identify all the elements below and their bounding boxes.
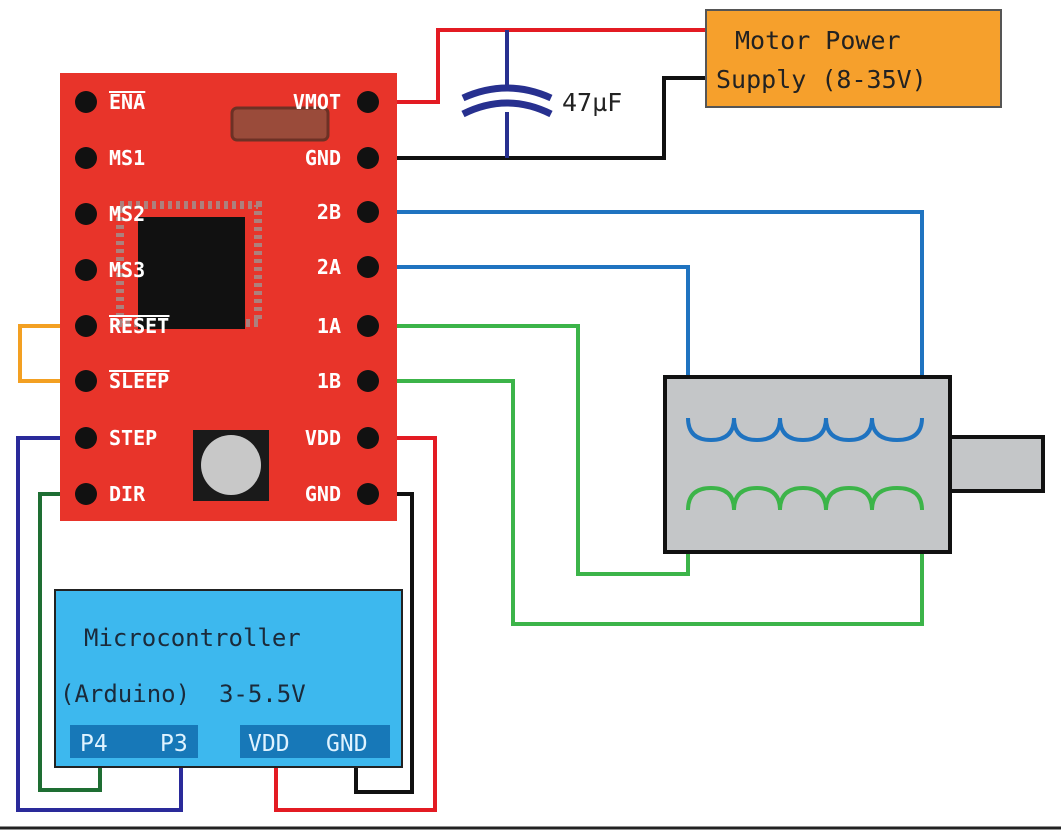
motor-supply-line1: Motor Power: [735, 26, 901, 55]
pin-1a-4-dot: [357, 315, 379, 337]
pin-step-dot: [75, 427, 97, 449]
pin-ms2-dot: [75, 203, 97, 225]
pin-gnd-1-dot: [357, 147, 379, 169]
pin-1b-5-dot: [357, 370, 379, 392]
wire-1b-green: [368, 379, 924, 626]
pin-label-1b-5: 1B: [317, 369, 341, 393]
wire-vmot-red: [368, 28, 708, 104]
wire-reset-sleep-orange: [18, 324, 86, 383]
pin-label-gnd-1: GND: [305, 146, 341, 170]
right-pin-group: VMOT GND 2B 2A 1A 1B VDD GND: [293, 90, 379, 506]
mc-pin-p3: P3: [160, 731, 188, 757]
pin-2a-3-dot: [357, 256, 379, 278]
pin-label-ena: ENA: [109, 90, 145, 114]
mc-pin-vdd: VDD: [248, 731, 290, 757]
potentiometer-knob: [201, 435, 261, 495]
pinbar-vdd-gnd: [240, 725, 390, 758]
motor-supply-line2: Supply (8-35V): [716, 65, 927, 94]
capacitor-plate-bottom: [461, 99, 553, 118]
pin-ena-dot: [75, 91, 97, 113]
wire-1a-green: [368, 324, 690, 576]
pin-reset-dot: [75, 315, 97, 337]
pin-vdd-6-dot: [357, 427, 379, 449]
pin-label-dir: DIR: [109, 482, 146, 506]
pin-label-gnd-7: GND: [305, 482, 341, 506]
pin-label-step: STEP: [109, 426, 157, 450]
pin-label-ms1: MS1: [109, 146, 145, 170]
wire-step-navy: [16, 436, 183, 812]
pinbar-p4-p3: [70, 725, 198, 758]
pin-label-reset: RESET: [109, 314, 169, 338]
pin-dir-dot: [75, 483, 97, 505]
pin-label-ms3: MS3: [109, 258, 145, 282]
pin-gnd-7-dot: [357, 483, 379, 505]
pin-label-2a-3: 2A: [317, 255, 341, 279]
wire-2b-blue: [368, 210, 924, 418]
coil-b-green: [686, 485, 924, 511]
pin-label-ms2: MS2: [109, 202, 145, 226]
wire-2a-blue: [368, 265, 690, 418]
pin-ms1-dot: [75, 147, 97, 169]
wire-dir-darkgreen: [38, 492, 102, 792]
sense-resistor: [230, 106, 330, 142]
pin-label-2b-2: 2B: [317, 200, 341, 224]
microcontroller-subtitle: (Arduino) 3-5.5V: [60, 680, 306, 708]
motor-shaft: [945, 435, 1045, 493]
driver-chip: [138, 217, 245, 329]
coil-a-blue: [686, 417, 924, 443]
pin-sleep-dot: [75, 370, 97, 392]
pin-vmot-0-dot: [357, 91, 379, 113]
pin-2b-2-dot: [357, 201, 379, 223]
pin-ms3-dot: [75, 259, 97, 281]
capacitor-plate-top: [461, 84, 553, 102]
pin-label-vmot-0: VMOT: [293, 90, 341, 114]
mc-pin-gnd: GND: [326, 731, 368, 757]
stepper-motor-body: [663, 375, 952, 554]
microcontroller-title: Microcontroller: [84, 624, 301, 652]
wire-vdd-red: [274, 436, 437, 812]
pin-label-vdd-6: VDD: [305, 426, 341, 450]
mc-pin-p4: P4: [80, 731, 108, 757]
pin-label-sleep: SLEEP: [109, 369, 169, 393]
capacitor-label: 47µF: [562, 88, 622, 117]
pin-label-1a-4: 1A: [317, 314, 341, 338]
wire-gnd-black: [368, 76, 708, 160]
motor-power-supply-box: [705, 9, 1002, 108]
wire-gnd2-black: [354, 492, 414, 794]
